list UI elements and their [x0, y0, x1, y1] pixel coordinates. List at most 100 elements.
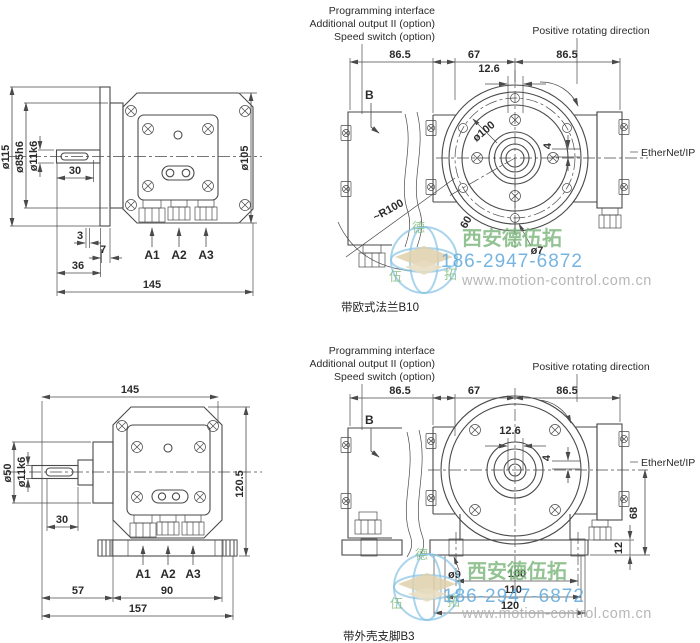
watermark-company: 西安德伍拓	[467, 559, 567, 583]
bend-radius-leader	[345, 177, 456, 258]
cover-screws	[125, 105, 251, 211]
svg-text:4: 4	[542, 142, 554, 149]
fieldbus-label: EtherNet/IP	[641, 457, 695, 469]
dim-slot-span: 110	[504, 584, 522, 596]
bolt-circle-leader	[472, 118, 498, 144]
dim-hole-span: 100	[508, 568, 526, 580]
dim-flange-len: 36	[72, 260, 84, 272]
dim-housing-od: ø105	[239, 145, 251, 170]
port-a2-label: A2	[171, 248, 187, 262]
port-a3-label: A3	[185, 567, 201, 581]
dim-left: 86.5	[389, 385, 410, 397]
dim-right: 86.5	[556, 49, 577, 61]
fieldbus-label: EtherNet/IP	[641, 147, 695, 159]
callout-speed-switch: Speed switch (option)	[334, 31, 435, 43]
dim-coupling-od: ø50	[2, 464, 14, 483]
callout-additional-output: Additional output II (option)	[310, 18, 436, 30]
dimensions-top: 86.5 67 86.5	[349, 385, 621, 436]
watermark-top: 德 伍 拓 西安德伍拓 186-2947-6872 www.motion-con…	[389, 220, 652, 294]
cable-glands	[138, 199, 218, 223]
dim-pilot-dia: ø85h6	[14, 141, 26, 173]
logo-char: 德	[412, 220, 425, 235]
watermark-website: www.motion-control.com.cn	[461, 273, 652, 289]
foot-dimensions: ø9 100 110 120 68 12	[433, 469, 650, 617]
svg-text:12.6: 12.6	[478, 63, 499, 75]
watermark-website: www.motion-control.com.cn	[461, 606, 652, 622]
svg-text:4: 4	[541, 454, 553, 461]
dim-shaft-dia: ø11k6	[16, 457, 28, 488]
rotation-arrow	[537, 399, 572, 424]
port-a3-label: A3	[198, 248, 214, 262]
dimensions: 145 ø50 ø11k6 30 120.5 57 90 157	[2, 384, 250, 620]
dim-foot-width: 120	[501, 600, 519, 612]
logo-char: 伍	[390, 596, 403, 611]
port-arrows: A1 A2 A3	[135, 545, 201, 581]
rotation-arrow	[539, 81, 579, 107]
offset-dim: 12.6	[485, 425, 546, 470]
dim-foot-thickness: 12	[613, 542, 625, 554]
callout-rotation: Positive rotating direction	[532, 361, 649, 373]
callout-rotation: Positive rotating direction	[532, 25, 649, 37]
encoder-body-outline	[31, 406, 223, 539]
hole-dia-leader	[518, 223, 532, 247]
dim-axis-height: 68	[628, 507, 640, 519]
watermark-company: 西安德伍拓	[462, 226, 562, 250]
dim-shaft-len: 30	[69, 165, 81, 177]
offset-dim: 12.6	[478, 63, 546, 113]
bend-radius-arc	[337, 221, 413, 272]
callout-programming: Programming interface	[329, 345, 435, 357]
callout-programming: Programming interface	[329, 5, 435, 17]
dim-gap: 3	[77, 230, 83, 242]
dim-bend-radius: ~R100	[371, 197, 405, 223]
watermark-bottom: 德 伍 拓 西安德伍拓 186-2947-6872 www.motion-con…	[390, 547, 652, 622]
front-housing: 12.6 4 EtherNet/IP	[425, 388, 695, 590]
svg-text:12.6: 12.6	[499, 425, 520, 437]
section-b-view: B	[340, 413, 424, 558]
dim-flange-od: ø115	[0, 145, 12, 169]
port-a1-label: A1	[135, 567, 151, 581]
logo-char: 拓	[444, 267, 457, 282]
dim-shaft-dia: ø11k6	[28, 141, 40, 172]
dimensions-top: 86.5 67 86.5	[349, 49, 621, 113]
dim-overall-len: 157	[129, 603, 147, 615]
watermark-phone: 186-2947-6872	[443, 586, 585, 607]
dim-right: 86.5	[556, 385, 577, 397]
dim-foot-len: 90	[161, 585, 173, 597]
center-offset-dim: 4	[542, 135, 580, 171]
callout-speed-switch: Speed switch (option)	[334, 371, 435, 383]
dim-hole-dia: ø7	[531, 245, 544, 257]
dim-shaft-len: 30	[56, 514, 68, 526]
section-b-arrow	[370, 428, 380, 458]
view-side-foot-b3: A1 A2 A3 145 ø50 ø11k6 30 120.5 57 90 15…	[2, 384, 262, 620]
view-side-flange-b10: A1 A2 A3 ø115 ø85h6 ø11k6 30 3 7 36 145 …	[0, 86, 262, 296]
dim-middle: 67	[468, 49, 480, 61]
logo-char: 拓	[447, 594, 460, 609]
cable-glands	[129, 514, 205, 538]
mounting-foot	[429, 532, 589, 588]
port-a2-label: A2	[160, 567, 176, 581]
dim-left: 86.5	[389, 49, 410, 61]
dim-left-len: 57	[72, 585, 84, 597]
dim-hole-angle: 60	[458, 214, 475, 231]
callout-additional-output: Additional output II (option)	[310, 358, 436, 370]
dim-pilot-depth: 7	[100, 244, 106, 256]
housing-circles	[440, 395, 590, 545]
section-b-label: B	[365, 88, 374, 102]
watermark-phone: 186-2947-6872	[441, 251, 583, 272]
dim-total-len: 145	[121, 384, 139, 396]
center-offset-dim: 4	[541, 447, 580, 483]
dim-total-len: 145	[143, 279, 161, 291]
section-b-arrow	[370, 103, 380, 134]
b-view-foot	[341, 539, 403, 556]
view-front-foot-b3: Programming interface Additional output …	[310, 345, 696, 643]
caption-flange-view: 带欧式法兰B10	[341, 300, 419, 314]
logo-char: 德	[415, 547, 428, 562]
port-a1-label: A1	[144, 248, 160, 262]
port-arrows: A1 A2 A3	[144, 227, 214, 262]
caption-foot-view: 带外壳支脚B3	[343, 629, 415, 643]
dim-height: 120.5	[234, 470, 246, 498]
section-b-label: B	[365, 413, 374, 427]
dimensions: ø115 ø85h6 ø11k6 30 3 7 36 145 ø105	[0, 86, 257, 296]
